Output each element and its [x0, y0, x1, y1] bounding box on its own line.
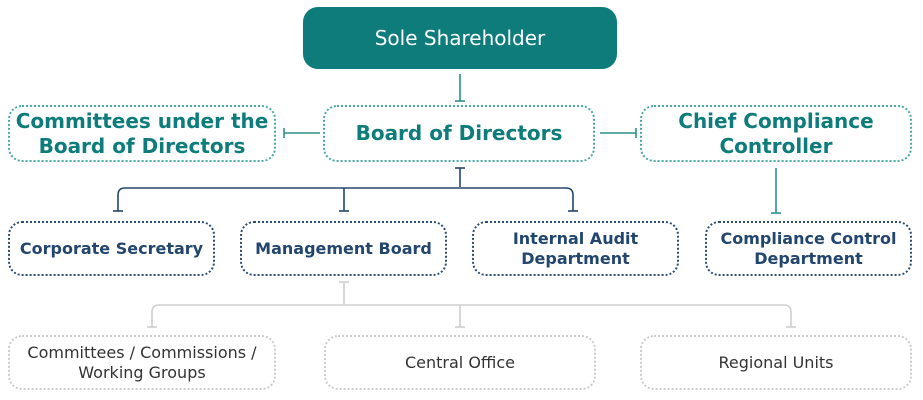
node-internal-audit-department-label: Internal Audit Department [512, 228, 639, 268]
node-committees-under-board: Committees under the Board of Directors [8, 105, 276, 162]
node-chief-compliance-controller-label: Chief Compliance Controller [678, 109, 874, 158]
node-management-board-label: Management Board [255, 238, 432, 258]
node-committees-commissions-working-groups-label: Committees / Commissions / Working Group… [27, 342, 257, 382]
node-management-board: Management Board [240, 221, 447, 276]
node-internal-audit-department: Internal Audit Department [472, 221, 679, 276]
connector-lower-branch-horizontal [151, 304, 792, 327]
node-chief-compliance-controller: Chief Compliance Controller [640, 105, 912, 162]
node-central-office-label: Central Office [404, 352, 516, 372]
connector-branch-horizontal [117, 187, 574, 211]
node-committees-commissions-working-groups: Committees / Commissions / Working Group… [8, 335, 276, 390]
node-regional-units: Regional Units [640, 335, 912, 390]
node-compliance-control-department: Compliance Control Department [705, 221, 912, 276]
node-regional-units-label: Regional Units [718, 352, 834, 372]
node-sole-shareholder-label: Sole Shareholder [374, 25, 546, 50]
node-corporate-secretary: Corporate Secretary [8, 221, 215, 276]
node-corporate-secretary-label: Corporate Secretary [19, 238, 204, 258]
node-board-of-directors: Board of Directors [323, 105, 595, 162]
node-sole-shareholder: Sole Shareholder [303, 7, 617, 69]
node-central-office: Central Office [324, 335, 596, 390]
node-committees-under-board-label: Committees under the Board of Directors [15, 109, 269, 158]
node-board-of-directors-label: Board of Directors [355, 121, 563, 146]
node-compliance-control-department-label: Compliance Control Department [720, 228, 897, 268]
